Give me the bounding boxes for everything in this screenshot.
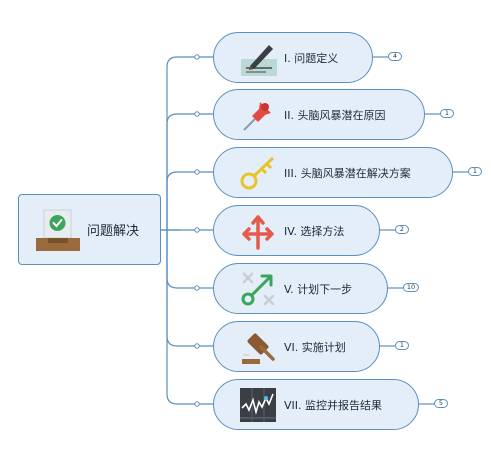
count-badge[interactable]: 1: [468, 167, 482, 176]
connector-branch-1: [166, 56, 213, 230]
branch-monitor-report[interactable]: VII. 监控并报告结果: [213, 379, 419, 430]
checked-inbox-icon: [36, 209, 80, 251]
branch-label: II. 头脑风暴潜在原因: [284, 109, 386, 122]
branch-label: I. 问题定义: [284, 52, 339, 65]
root-topic[interactable]: 问题解决: [18, 194, 161, 265]
junction-dot: [194, 111, 200, 117]
count-badge[interactable]: 4: [388, 52, 402, 61]
branch-plan-next-steps[interactable]: V. 计划下一步: [213, 263, 388, 314]
branch-label: IV. 选择方法: [284, 225, 345, 238]
connector-branch-3: [166, 171, 213, 230]
root-label: 问题解决: [87, 224, 140, 239]
line-chart-icon: [240, 388, 276, 422]
branch-label: V. 计划下一步: [284, 283, 353, 296]
junction-dot: [194, 285, 200, 291]
branch-choose-method[interactable]: IV. 选择方法: [213, 205, 380, 256]
junction-dot: [194, 54, 200, 60]
junction-dot: [194, 343, 200, 349]
tic-tac-strategy-icon: [241, 272, 275, 306]
connector-branch-2: [166, 113, 213, 230]
branch-label: III. 头脑风暴潜在解决方案: [284, 167, 411, 180]
count-badge[interactable]: 1: [440, 109, 454, 118]
count-badge[interactable]: 5: [434, 399, 448, 408]
branch-problem-definition[interactable]: I. 问题定义: [213, 32, 373, 83]
branch-implement-plan[interactable]: VI. 实施计划: [213, 321, 380, 372]
junction-dot: [194, 169, 200, 175]
direction-arrows-icon: [242, 215, 274, 250]
count-badge[interactable]: 10: [403, 283, 419, 292]
pushpin-icon: [243, 102, 271, 131]
count-badge[interactable]: 1: [395, 341, 409, 350]
branch-label: VII. 监控并报告结果: [284, 399, 383, 412]
gavel-icon: [242, 333, 275, 364]
branch-brainstorm-causes[interactable]: II. 头脑风暴潜在原因: [213, 89, 425, 140]
branch-brainstorm-solutions[interactable]: III. 头脑风暴潜在解决方案: [213, 147, 453, 198]
branch-label: VI. 实施计划: [284, 341, 346, 354]
connector-branch-7: [166, 230, 213, 405]
pen-signing-icon: [241, 45, 277, 76]
count-badge[interactable]: 2: [395, 225, 409, 234]
junction-dot: [194, 401, 200, 407]
junction-dot: [194, 227, 200, 233]
key-icon: [240, 156, 275, 190]
connector-branch-5: [166, 230, 213, 289]
